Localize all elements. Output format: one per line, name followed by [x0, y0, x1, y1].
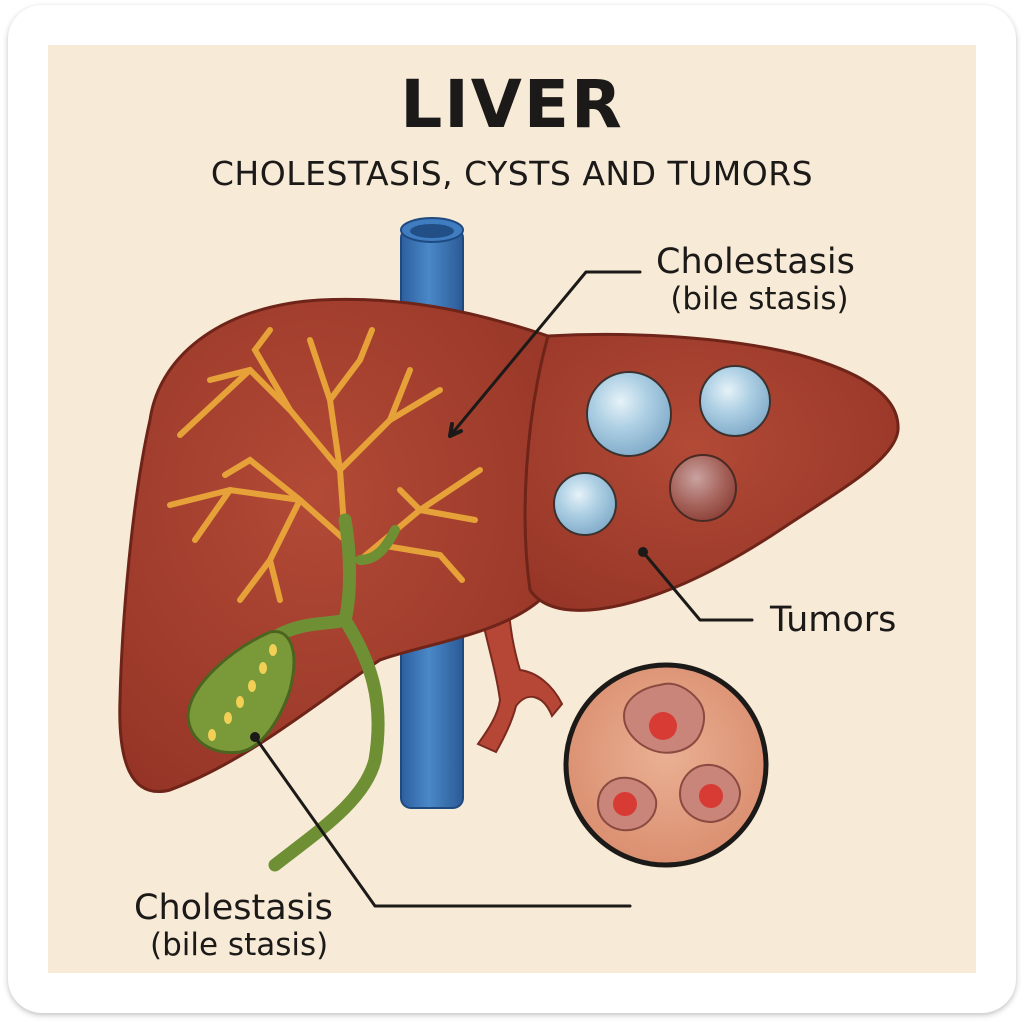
page-title: LIVER — [400, 66, 624, 143]
tumors-pointer-dot — [638, 547, 648, 557]
cyst-upper-right — [699, 365, 771, 437]
liver-right-lobe — [118, 297, 554, 793]
leader-lines — [253, 270, 754, 908]
hepatic-artery — [476, 599, 564, 754]
inset-tumor-1 — [622, 682, 705, 754]
label-cholestasis-bottom-line1: Cholestasis — [134, 888, 333, 928]
bile-duct-tree — [167, 327, 483, 603]
cyst-small — [553, 472, 617, 536]
label-cholestasis-top-line2: (bile stasis) — [670, 281, 849, 318]
cyst-large — [586, 371, 672, 457]
page-subtitle: CHOLESTASIS, CYSTS AND TUMORS — [210, 154, 814, 193]
cysts — [553, 365, 771, 536]
gallbladder — [186, 630, 296, 755]
tumor-inset — [563, 662, 769, 868]
label-cholestasis-bottom-line2: (bile stasis) — [150, 927, 329, 964]
gallbladder-pointer-dot — [250, 732, 260, 742]
tumor-nodule — [669, 454, 737, 522]
leader-cholestasis-top — [448, 270, 642, 438]
label-tumors: Tumors — [770, 600, 897, 640]
inset-tumor-2 — [596, 776, 658, 832]
leader-tumors — [641, 550, 754, 622]
label-cholestasis-top-line1: Cholestasis — [656, 242, 855, 282]
label-cholestasis-top: Cholestasis (bile stasis) — [656, 242, 855, 318]
label-cholestasis-bottom: Cholestasis (bile stasis) — [134, 888, 333, 964]
inset-tumor-3 — [678, 763, 742, 824]
common-bile-duct — [263, 513, 385, 872]
leader-cholestasis-bottom — [253, 735, 632, 908]
